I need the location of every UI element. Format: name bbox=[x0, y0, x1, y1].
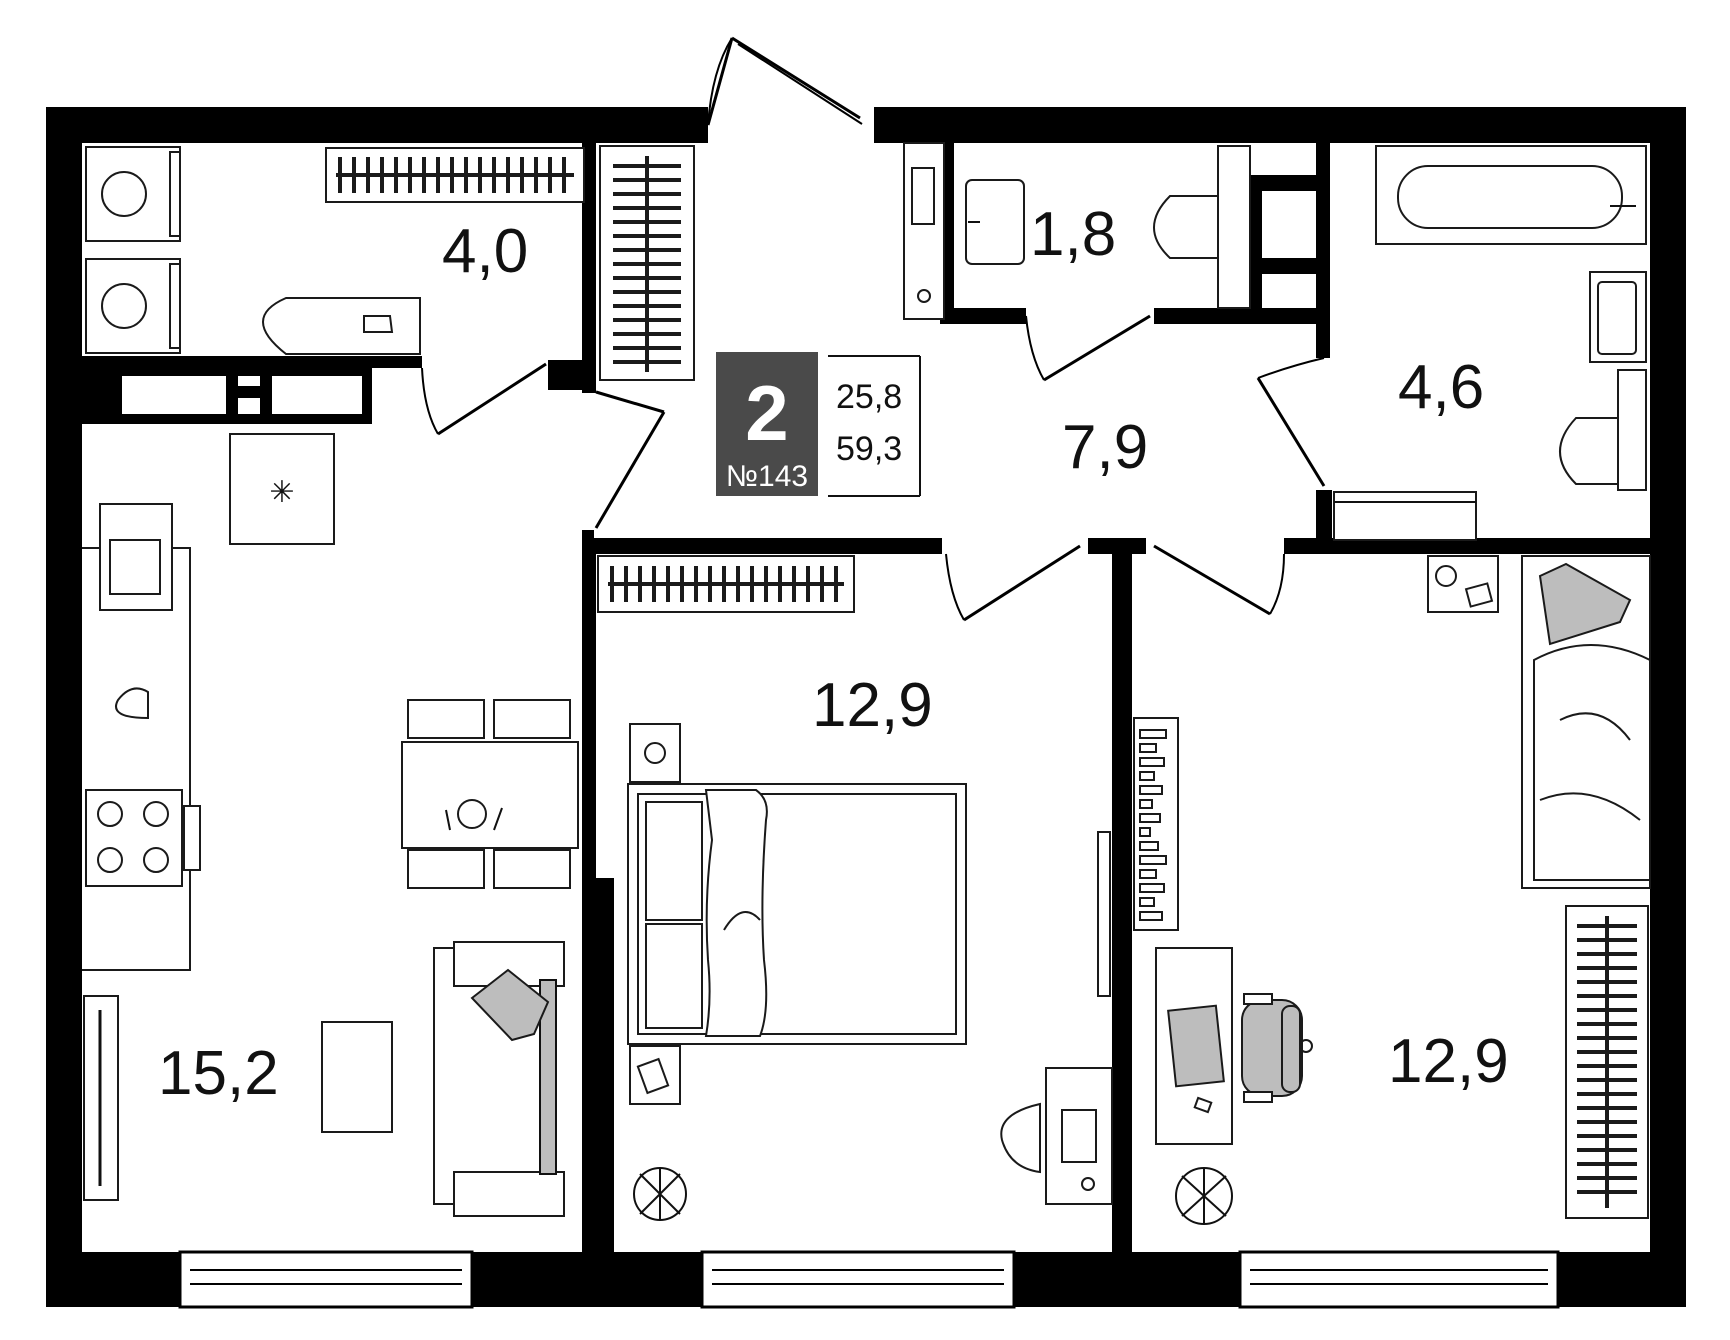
interior-walls bbox=[82, 143, 1650, 1258]
book bbox=[1139, 841, 1159, 851]
tv-stand-bedroom-1 bbox=[1097, 831, 1111, 997]
book bbox=[1139, 757, 1165, 767]
wardrobe-hallway bbox=[599, 145, 695, 381]
apartment-badge: 2 №143 25,8 59,3 bbox=[716, 352, 921, 497]
book bbox=[1139, 813, 1161, 823]
book bbox=[1139, 883, 1165, 893]
fridge: ✳ bbox=[229, 433, 335, 545]
book bbox=[1139, 799, 1153, 809]
kitchen-counter bbox=[82, 547, 191, 971]
stove bbox=[85, 789, 201, 887]
washing-machine bbox=[85, 146, 181, 242]
dining-chairs bbox=[407, 699, 571, 889]
book bbox=[1139, 855, 1167, 865]
plant-bedroom-1 bbox=[633, 1167, 687, 1221]
book bbox=[1139, 785, 1163, 795]
bath-shelf bbox=[1333, 491, 1477, 541]
ironing-board bbox=[262, 297, 421, 355]
room-area-wc: 1,8 bbox=[1030, 200, 1116, 269]
dining-table bbox=[401, 741, 579, 849]
bathtub bbox=[1375, 145, 1647, 245]
living-area: 25,8 bbox=[836, 378, 902, 416]
room-area-bathroom: 4,6 bbox=[1398, 353, 1484, 422]
apartment-number: №143 bbox=[726, 460, 808, 493]
radiator-utility bbox=[325, 147, 585, 203]
water-heater bbox=[115, 687, 149, 720]
room-area-kitchen-living: 15,2 bbox=[158, 1039, 279, 1108]
desk-bedroom-2 bbox=[1155, 947, 1233, 1145]
rooms-count: 2 bbox=[745, 369, 788, 457]
door-wc bbox=[1025, 314, 1151, 382]
room-area-hallway: 7,9 bbox=[1062, 413, 1148, 482]
dryer bbox=[85, 258, 181, 354]
bath-sink bbox=[1589, 271, 1647, 363]
wc-sink-cabinet bbox=[903, 142, 945, 320]
svg-text:✳: ✳ bbox=[269, 475, 294, 510]
wc-toilet bbox=[1153, 145, 1251, 309]
room-area-utility: 4,0 bbox=[442, 217, 528, 286]
double-bed bbox=[627, 783, 967, 1045]
bath-toilet bbox=[1559, 369, 1647, 491]
desk-bedroom-1 bbox=[1000, 1067, 1113, 1205]
room-area-bedroom-1: 12,9 bbox=[812, 671, 933, 740]
kitchen-sink bbox=[99, 503, 173, 611]
office-chair bbox=[1241, 993, 1313, 1103]
tv-unit bbox=[83, 995, 119, 1201]
door-utility bbox=[421, 362, 547, 436]
radiator-bedroom-2 bbox=[1565, 905, 1649, 1219]
book bbox=[1139, 869, 1157, 879]
book bbox=[1139, 911, 1163, 921]
radiator-bedroom-1 bbox=[597, 555, 855, 613]
door-bathroom bbox=[1256, 357, 1326, 487]
window-kitchen bbox=[178, 1250, 474, 1309]
wc-sink bbox=[965, 179, 1025, 265]
badge-background bbox=[716, 352, 818, 496]
door-hallway-closet bbox=[594, 390, 666, 529]
room-area-bedroom-2: 12,9 bbox=[1388, 1027, 1509, 1096]
book bbox=[1139, 771, 1155, 781]
total-area: 59,3 bbox=[836, 430, 902, 468]
nightstand-top bbox=[629, 723, 681, 783]
nightstand-bedroom-2 bbox=[1427, 555, 1499, 613]
nightstand-bottom bbox=[629, 1045, 681, 1105]
bookshelf bbox=[1133, 717, 1179, 931]
book bbox=[1139, 897, 1155, 907]
sofa bbox=[433, 941, 565, 1217]
coffee-table bbox=[321, 1021, 393, 1133]
entrance-door bbox=[706, 36, 863, 126]
window-bedroom-2 bbox=[1238, 1250, 1560, 1309]
single-bed bbox=[1521, 555, 1651, 889]
book bbox=[1139, 729, 1167, 739]
book bbox=[1139, 743, 1157, 753]
book bbox=[1139, 827, 1151, 837]
door-bedroom-2 bbox=[1153, 544, 1285, 616]
plant-bedroom-2 bbox=[1175, 1167, 1233, 1225]
window-bedroom-1 bbox=[700, 1250, 1016, 1309]
door-bedroom-1 bbox=[945, 544, 1081, 622]
